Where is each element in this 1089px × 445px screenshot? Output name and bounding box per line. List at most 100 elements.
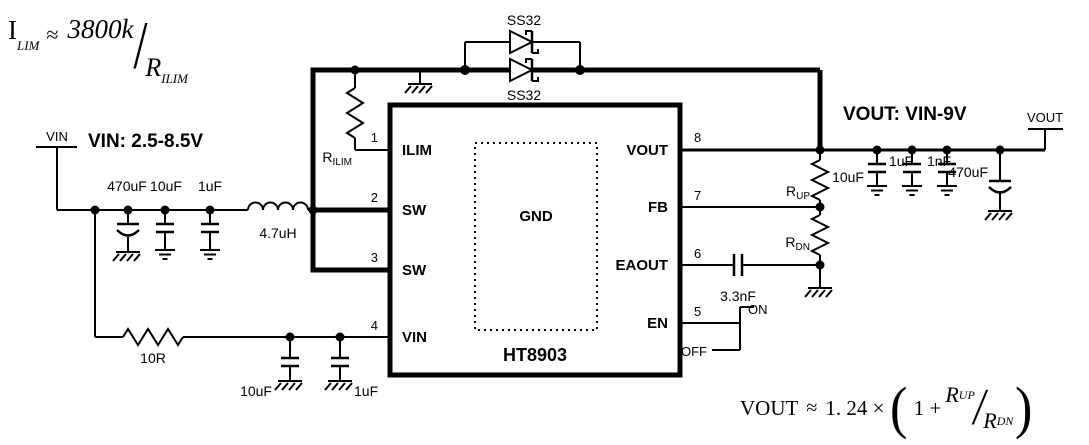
label-inductor: 4.7uH	[259, 225, 296, 241]
pin-name-en: EN	[647, 315, 668, 332]
ground-1nF-out	[936, 185, 958, 196]
vout-terminal-label: VOUT	[1027, 110, 1063, 125]
capacitor-1uF-input	[201, 222, 219, 234]
capacitor-10uF-input	[156, 222, 174, 234]
label-diode-bottom: SS32	[507, 87, 541, 103]
wire-output-caps	[876, 128, 1063, 211]
ground-10uF-input	[154, 249, 176, 260]
ground-10uF-vin	[274, 380, 303, 391]
pin-name-eaout: EAOUT	[616, 257, 669, 274]
diode-ss32-bottom	[509, 57, 539, 83]
vout-coeff: 1. 24 ×	[825, 395, 885, 420]
label-cap-1uF-out: 1uF	[889, 153, 913, 169]
ilim-symbol: I	[8, 15, 17, 45]
ground-470uF-out	[984, 210, 1013, 221]
vout-num-base: R	[945, 382, 959, 407]
wire-enable-net	[680, 306, 754, 351]
capacitors	[116, 162, 1012, 368]
wire-power-path	[310, 67, 1045, 273]
rdn-sub: DN	[796, 242, 810, 253]
label-cap-3n3: 3.3nF	[720, 288, 756, 304]
vout-value-note: VOUT: VIN-9V	[843, 104, 967, 125]
label-cap-10uF-out: 10uF	[832, 169, 864, 185]
resistor-10r	[122, 327, 184, 347]
label-cap-470uF-out: 470uF	[948, 164, 988, 180]
label-en-off: OFF	[681, 344, 707, 359]
resistor-rdn	[809, 214, 831, 256]
vin-range-note: VIN: 2.5-8.5V	[88, 131, 203, 152]
pin-name-sw2: SW	[402, 262, 427, 279]
rup-sub: UP	[796, 191, 810, 202]
ilim-den-base: R	[145, 53, 162, 82]
pin-name-vout: VOUT	[626, 142, 668, 159]
label-res-10r: 10R	[140, 350, 166, 366]
pin-name-sw1: SW	[402, 202, 427, 219]
vout-paren-open: (	[890, 375, 908, 440]
ic-gnd-box	[474, 142, 598, 331]
rilim-sub: ILIM	[333, 157, 352, 168]
pin-num-4: 4	[371, 318, 378, 333]
ic-pin-numbers: 1 2 3 4 8 7 6 5	[371, 130, 701, 333]
capacitor-10uF-vin	[281, 356, 299, 368]
resistors	[122, 87, 831, 347]
vout-lhs: VOUT	[740, 395, 799, 420]
rilim-base: R	[322, 149, 332, 165]
vout-paren-close: )	[1015, 375, 1033, 440]
pin-num-3: 3	[371, 250, 378, 265]
pin-num-1: 1	[371, 130, 378, 145]
ic-gnd-label: GND	[519, 208, 553, 225]
wire-ilim-net	[354, 70, 421, 151]
wire-segments	[36, 41, 1063, 381]
label-cap-10uF-input: 10uF	[150, 178, 182, 194]
vout-approx: ≈	[806, 396, 818, 419]
pin-num-5: 5	[694, 304, 701, 319]
ground-470uF-input	[112, 251, 141, 262]
resistor-rup	[809, 159, 831, 201]
junction-dots	[90, 65, 1005, 342]
pin-name-ilim: ILIM	[402, 142, 432, 159]
ilim-numerator: 3800k	[67, 14, 134, 44]
ilim-symbol-sub: LIM	[17, 38, 40, 53]
ground-sw-top	[404, 83, 433, 94]
vout-num-sub: UP	[958, 388, 975, 402]
vout-slash: /	[973, 379, 985, 436]
capacitor-1nF-out	[938, 162, 956, 174]
label-res-rilim: RILIM	[322, 149, 352, 168]
diode-ss32-top	[509, 29, 539, 55]
label-cap-10uF-vin: 10uF	[240, 383, 272, 399]
ilim-slash: /	[133, 7, 148, 83]
ground-rdn	[804, 287, 833, 298]
ilim-den-sub: ILIM	[161, 71, 188, 86]
ground-1uF-out	[901, 185, 923, 196]
pin-num-2: 2	[371, 190, 378, 205]
ground-1uF-input	[199, 249, 221, 260]
capacitor-10uF-out	[868, 162, 886, 174]
label-cap-470uF-input: 470uF	[107, 178, 147, 194]
ground-10uF-out	[866, 185, 888, 196]
resistor-rilim	[345, 87, 365, 139]
rup-base: R	[786, 183, 796, 199]
ilim-approx: ≈	[46, 22, 59, 47]
wire-switch-node	[310, 67, 823, 273]
vin-terminal-label: VIN	[46, 129, 68, 144]
label-cap-1uF-vin: 1uF	[354, 383, 378, 399]
ic-pin-names: ILIM SW SW VIN VOUT FB EAOUT EN	[402, 142, 668, 346]
ic-part-number: HT8903	[503, 345, 567, 365]
label-res-rup: RUP	[786, 183, 810, 202]
capacitor-470uF-input	[116, 222, 140, 237]
label-cap-1nF-out: 1nF	[927, 153, 951, 169]
capacitor-1uF-vin	[331, 356, 349, 368]
inductor-4u7	[247, 201, 309, 211]
capacitor-1uF-out	[903, 162, 921, 174]
label-diode-top: SS32	[507, 12, 541, 28]
vout-one-plus: 1 +	[913, 395, 942, 420]
label-en-on: ON	[748, 302, 768, 317]
